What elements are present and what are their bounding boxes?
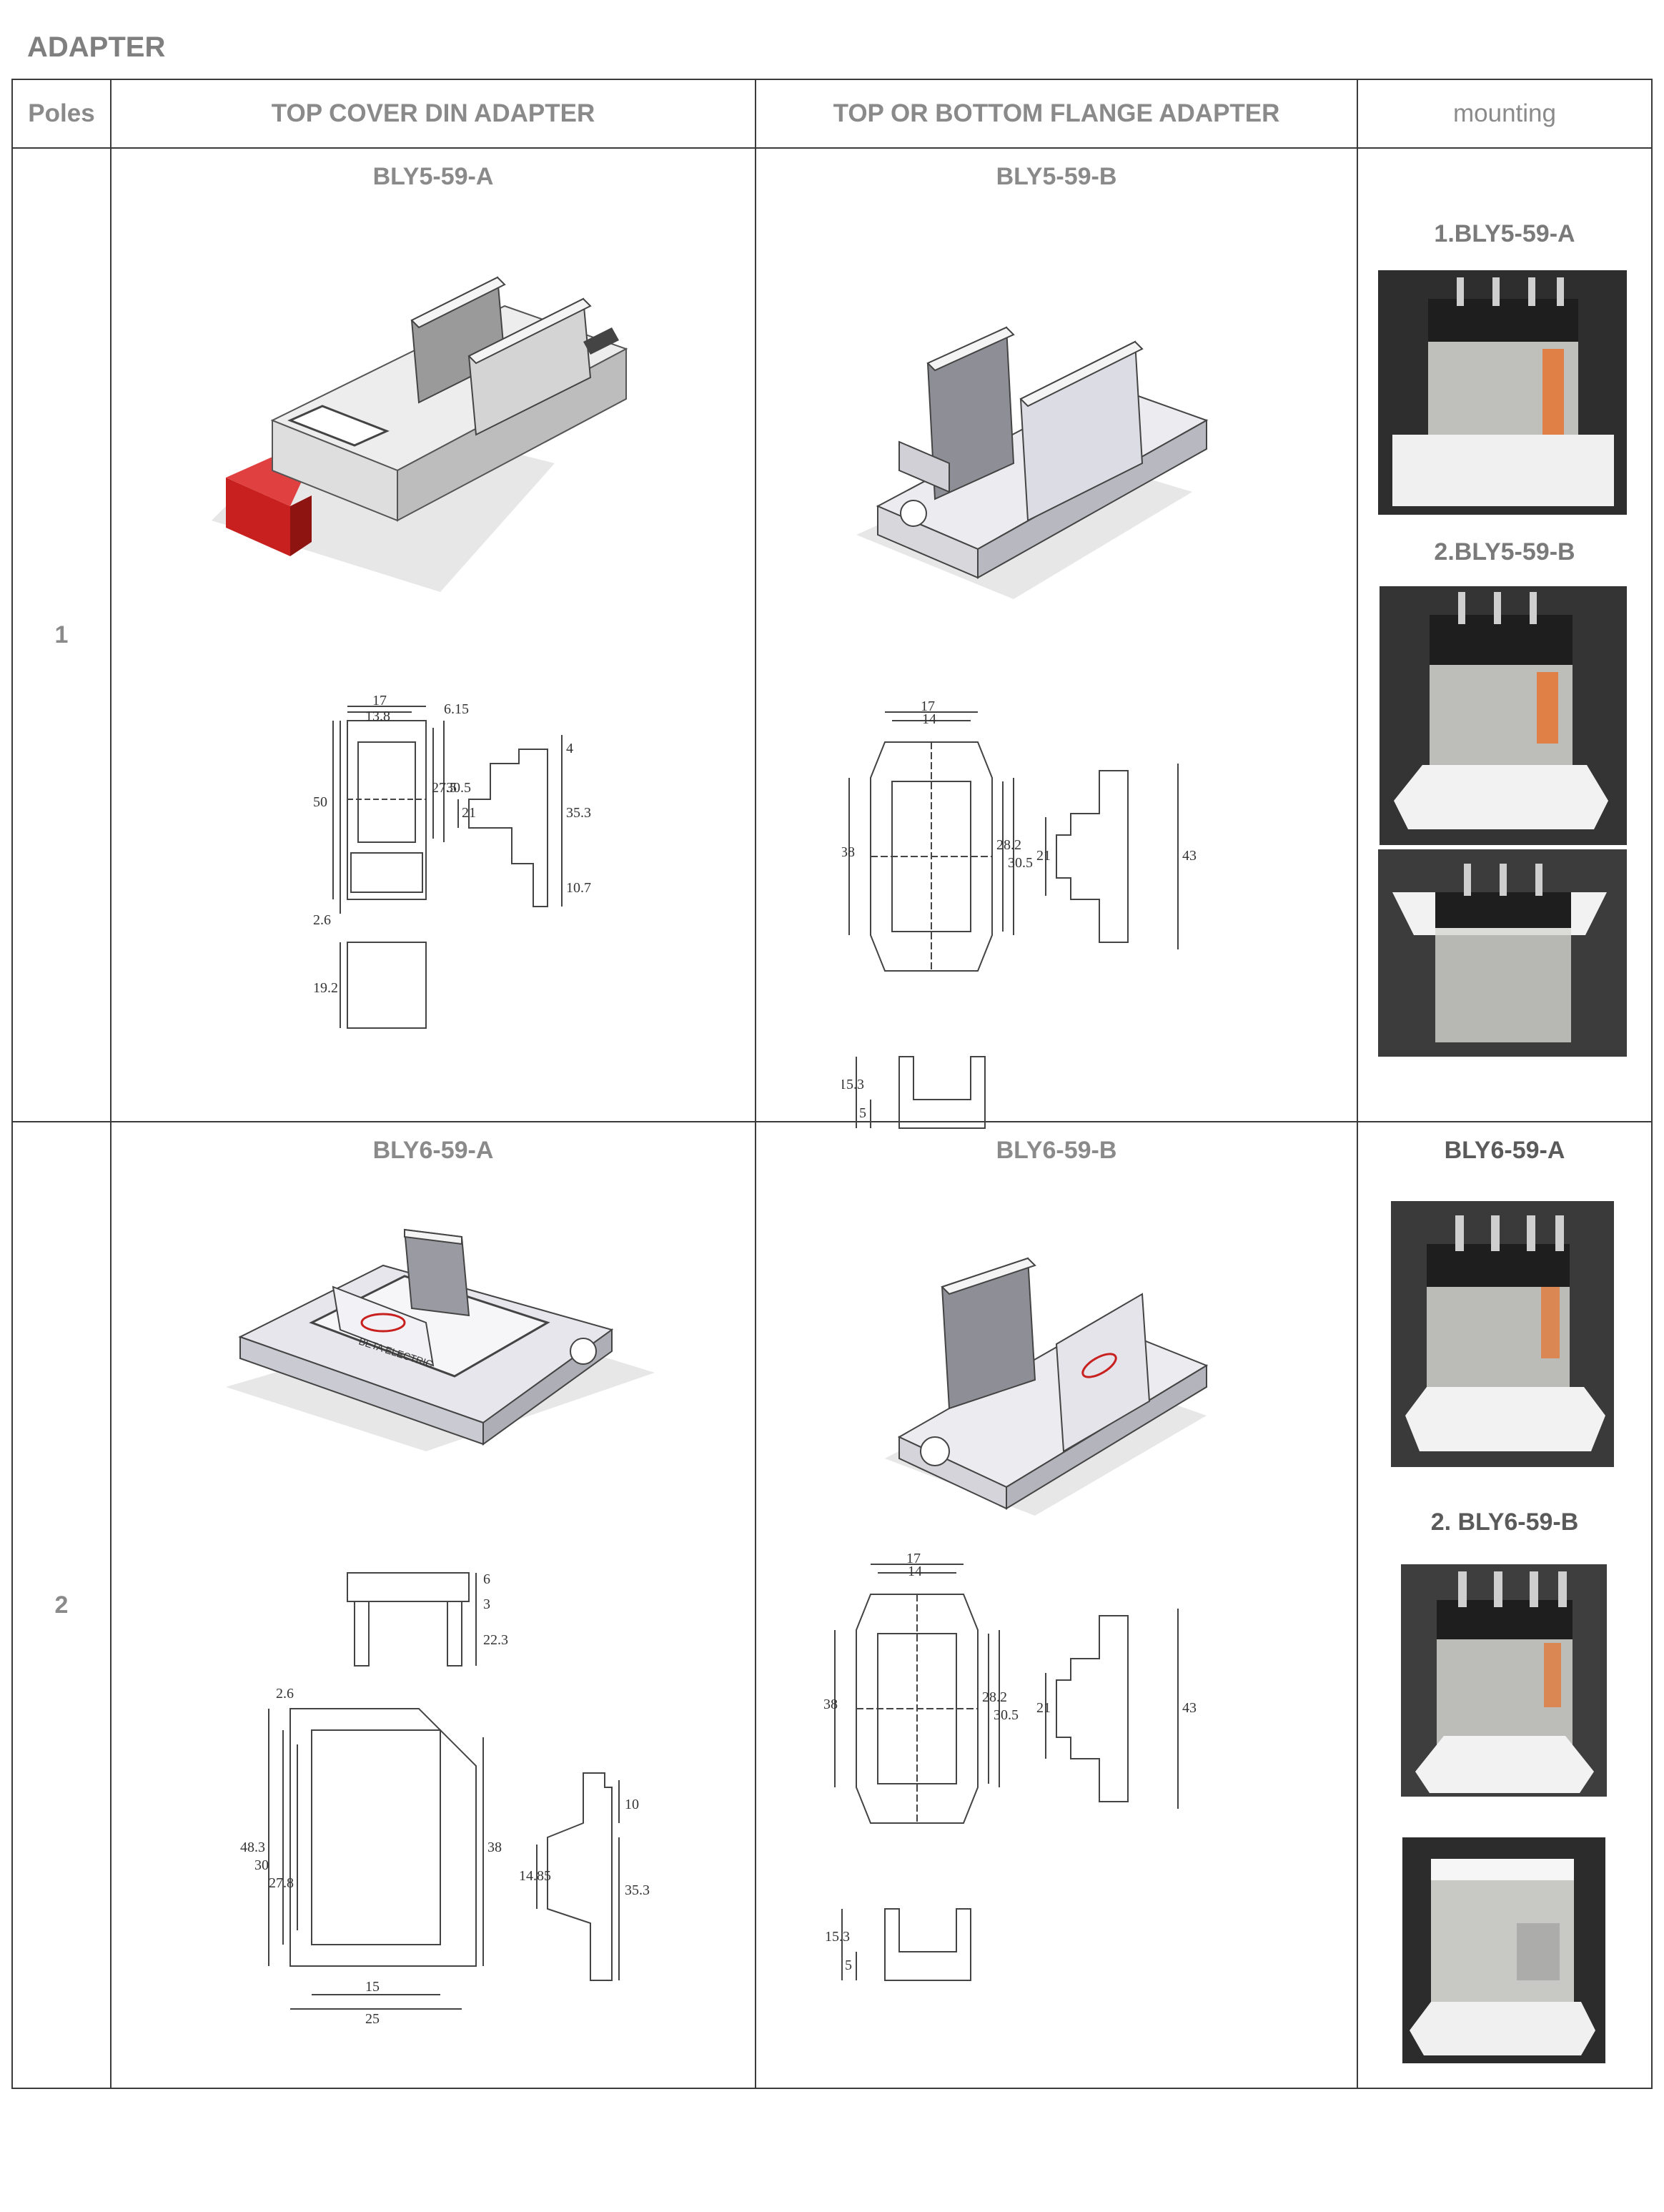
adapter-table: Poles TOP COVER DIN ADAPTER TOP OR BOTTO… xyxy=(11,79,1653,2089)
model-label: BLY6-59-B xyxy=(996,1137,1117,1164)
page-title: ADAPTER xyxy=(27,31,166,63)
dim-label: 21 xyxy=(1036,1700,1051,1716)
dim-label: 38 xyxy=(842,844,855,860)
model-label: BLY6-59-A xyxy=(372,1137,494,1164)
dim-label: 17 xyxy=(372,693,387,708)
dim-label: 43 xyxy=(1182,1700,1197,1716)
dim-label: 15.3 xyxy=(825,1929,850,1945)
header-row: Poles TOP COVER DIN ADAPTER TOP OR BOTTO… xyxy=(11,79,1653,149)
dim-label: 21 xyxy=(1036,848,1051,864)
din-adapter-render xyxy=(212,276,628,592)
dim-label: 21 xyxy=(462,805,476,821)
pole-count: 1 xyxy=(11,147,112,1122)
header-mounting: mounting xyxy=(1357,79,1653,149)
dim-label: 35.3 xyxy=(566,805,591,821)
mounting-label: BLY6-59-A xyxy=(1444,1137,1565,1164)
mounting-cell: BLY6-59-A 2. BLY6-59-B xyxy=(1357,1121,1653,2089)
flange-adapter-cell: BLY6-59-B xyxy=(755,1121,1358,2089)
flange-adapter-render xyxy=(885,1257,1209,1516)
dim-label: 30.5 xyxy=(994,1707,1019,1723)
dim-label: 4 xyxy=(566,741,573,756)
model-label: BLY5-59-A xyxy=(372,163,494,190)
dim-label: 25 xyxy=(365,2011,380,2027)
dim-label: 2.6 xyxy=(276,1686,294,1702)
dim-label: 22.3 xyxy=(483,1632,508,1648)
header-flange-adapter: TOP OR BOTTOM FLANGE ADAPTER xyxy=(755,79,1358,149)
din-adapter-drawing: 17 13.8 6.15 27.5 30.5 50 21 4 35.3 10.7… xyxy=(313,693,591,1029)
flange-adapter-drawing: 17 14 38 28.2 30.5 21 43 15.3 5 xyxy=(823,1551,1197,1981)
dim-label: 27.5 xyxy=(432,780,457,796)
table-row: 1 BLY5-59-A xyxy=(11,147,1653,1129)
mounting-cell: 1.BLY5-59-A 2.BLY5-59-B xyxy=(1357,147,1653,1122)
dim-label: 28.2 xyxy=(982,1689,1007,1705)
header-din-adapter: TOP COVER DIN ADAPTER xyxy=(110,79,756,149)
model-label: BLY5-59-B xyxy=(996,163,1117,190)
mounting-label: 2. BLY6-59-B xyxy=(1430,1509,1579,1536)
relay-photo xyxy=(1380,586,1627,845)
dim-label: 30.5 xyxy=(1008,855,1033,871)
dim-label: 14 xyxy=(922,711,936,727)
dim-label: 3 xyxy=(483,1596,490,1612)
dim-label: 19.2 xyxy=(313,980,338,996)
dim-label: 14.85 xyxy=(519,1868,551,1884)
relay-photo xyxy=(1402,1837,1605,2063)
dim-label: 17 xyxy=(921,699,935,714)
dim-label: 35.3 xyxy=(625,1882,650,1898)
dim-label: 14 xyxy=(908,1564,922,1579)
dim-label: 48.3 xyxy=(240,1840,265,1855)
table-row: 2 BLY6-59-A BETA ELECTRIC xyxy=(11,1121,1653,2089)
dim-label: 10 xyxy=(625,1797,639,1812)
din-adapter-render: BETA ELECTRIC xyxy=(226,1228,655,1451)
dim-label: 43 xyxy=(1182,848,1197,864)
dim-label: 15.3 xyxy=(842,1077,864,1092)
dim-label: 15 xyxy=(365,1979,380,1995)
dim-label: 6 xyxy=(483,1571,490,1587)
dim-label: 38 xyxy=(823,1697,838,1712)
dim-label: 5 xyxy=(859,1105,866,1121)
dim-label: 50 xyxy=(313,794,327,810)
relay-photo xyxy=(1378,849,1627,1057)
dim-label: 30.5 xyxy=(446,780,471,796)
dim-label: 30 xyxy=(254,1857,269,1873)
dim-label: 10.7 xyxy=(566,880,591,896)
dim-label: 13.8 xyxy=(365,708,390,724)
flange-adapter-cell: BLY5-59-B xyxy=(755,147,1358,1129)
dim-label: 6.15 xyxy=(444,701,469,717)
mounting-label: 2.BLY5-59-B xyxy=(1434,538,1575,566)
header-poles: Poles xyxy=(11,79,112,149)
mounting-label: 1.BLY5-59-A xyxy=(1434,220,1575,247)
dim-label: 28.2 xyxy=(996,837,1021,853)
flange-adapter-render xyxy=(856,326,1209,599)
dim-label: 2.6 xyxy=(313,912,331,928)
din-adapter-drawing: 6 3 22.3 2.6 48.3 30 27.8 38 15 25 10 14… xyxy=(240,1571,650,2027)
din-adapter-cell: BLY5-59-A xyxy=(110,147,756,1122)
relay-photo xyxy=(1401,1564,1607,1797)
dim-label: 38 xyxy=(487,1840,502,1855)
dim-label: 27.8 xyxy=(269,1875,294,1891)
relay-photo xyxy=(1391,1201,1614,1467)
pole-count: 2 xyxy=(11,1121,112,2089)
din-adapter-cell: BLY6-59-A BETA ELECTRIC xyxy=(110,1121,756,2089)
flange-adapter-drawing: 17 14 38 28.2 30.5 21 43 15.3 5 xyxy=(842,699,1197,1129)
dim-label: 17 xyxy=(906,1551,921,1566)
dim-label: 5 xyxy=(845,1957,852,1973)
relay-photo xyxy=(1378,270,1627,515)
